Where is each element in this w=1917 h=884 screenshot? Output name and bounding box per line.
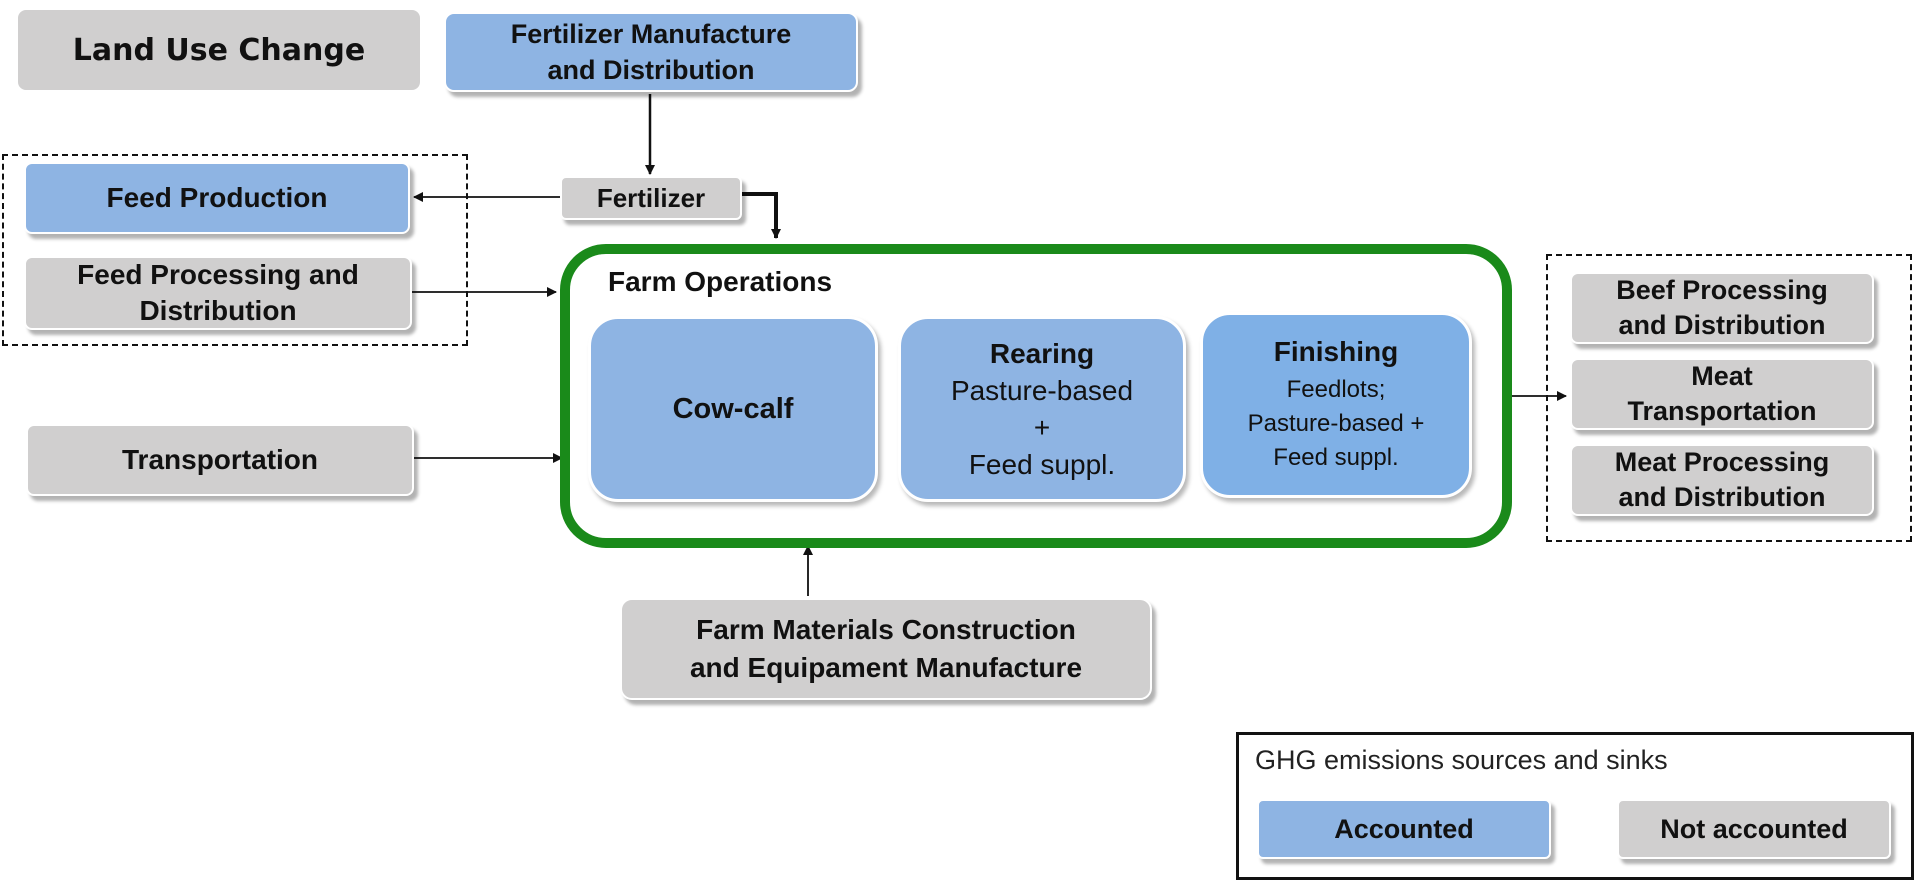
meat-transportation-box: Meat Transportation [1570, 358, 1874, 430]
stage-rearing-line-3: Feed suppl. [968, 449, 1116, 480]
legend-not-accounted-label: Not accounted [1660, 813, 1848, 844]
stage-cow-calf: Cow-calf [588, 316, 878, 502]
meat-transportation-label-1: Meat [1691, 361, 1753, 391]
land-use-change-label: Land Use Change [72, 32, 366, 68]
meat-processing-label-2: and Distribution [1618, 482, 1826, 512]
beef-processing-label-2: and Distribution [1618, 310, 1826, 340]
feed-processing-label-2: Distribution [139, 295, 297, 326]
fertilizer-box: Fertilizer [560, 176, 742, 220]
meat-processing-label-1: Meat Processing [1614, 447, 1830, 477]
farm-materials-box: Farm Materials Construction and Equipame… [620, 598, 1152, 700]
farm-materials-label-2: and Equipament Manufacture [689, 652, 1083, 683]
stage-cow-calf-title: Cow-calf [672, 392, 794, 425]
land-use-change-box: Land Use Change [16, 8, 422, 92]
legend-title: GHG emissions sources and sinks [1255, 745, 1668, 775]
feed-processing-box: Feed Processing and Distribution [24, 256, 412, 330]
stage-rearing-title: Rearing [989, 338, 1095, 369]
feed-production-box: Feed Production [24, 162, 410, 234]
stage-finishing-title: Finishing [1273, 336, 1399, 367]
stage-rearing: Rearing Pasture-based + Feed suppl. [898, 316, 1186, 502]
arrow-fertilizer-to-farm [742, 192, 781, 239]
meat-processing-box: Meat Processing and Distribution [1570, 444, 1874, 516]
legend-accounted-label: Accounted [1334, 813, 1474, 844]
stage-rearing-line-1: Pasture-based [950, 375, 1134, 406]
stage-finishing-line-2: Pasture-based + [1247, 410, 1425, 437]
fertilizer-manufacture-label-1: Fertilizer Manufacture [510, 19, 792, 49]
farm-materials-label-1: Farm Materials Construction [696, 614, 1076, 645]
processing-group-dashed-frame [1546, 254, 1912, 542]
feed-group-dashed-frame [2, 154, 468, 346]
stage-finishing: Finishing Feedlots; Pasture-based + Feed… [1200, 312, 1472, 498]
stage-finishing-line-3: Feed suppl. [1273, 444, 1399, 471]
beef-processing-label-1: Beef Processing [1616, 275, 1828, 305]
legend: GHG emissions sources and sinks Accounte… [1236, 732, 1914, 880]
fertilizer-manufacture-box: Fertilizer Manufacture and Distribution [444, 12, 858, 92]
farm-operations-title: Farm Operations [608, 266, 833, 297]
feed-processing-label-1: Feed Processing and [77, 259, 359, 290]
stage-rearing-line-2: + [1033, 412, 1051, 443]
feed-production-label: Feed Production [106, 182, 328, 213]
transportation-label: Transportation [121, 444, 318, 475]
stage-finishing-line-1: Feedlots; [1286, 376, 1386, 403]
transportation-box: Transportation [26, 424, 414, 496]
meat-transportation-label-2: Transportation [1627, 396, 1817, 426]
legend-not-accounted-swatch: Not accounted [1617, 799, 1891, 859]
beef-processing-box: Beef Processing and Distribution [1570, 272, 1874, 344]
fertilizer-manufacture-label-2: and Distribution [547, 55, 755, 85]
fertilizer-label: Fertilizer [596, 182, 706, 213]
legend-accounted-swatch: Accounted [1257, 799, 1551, 859]
